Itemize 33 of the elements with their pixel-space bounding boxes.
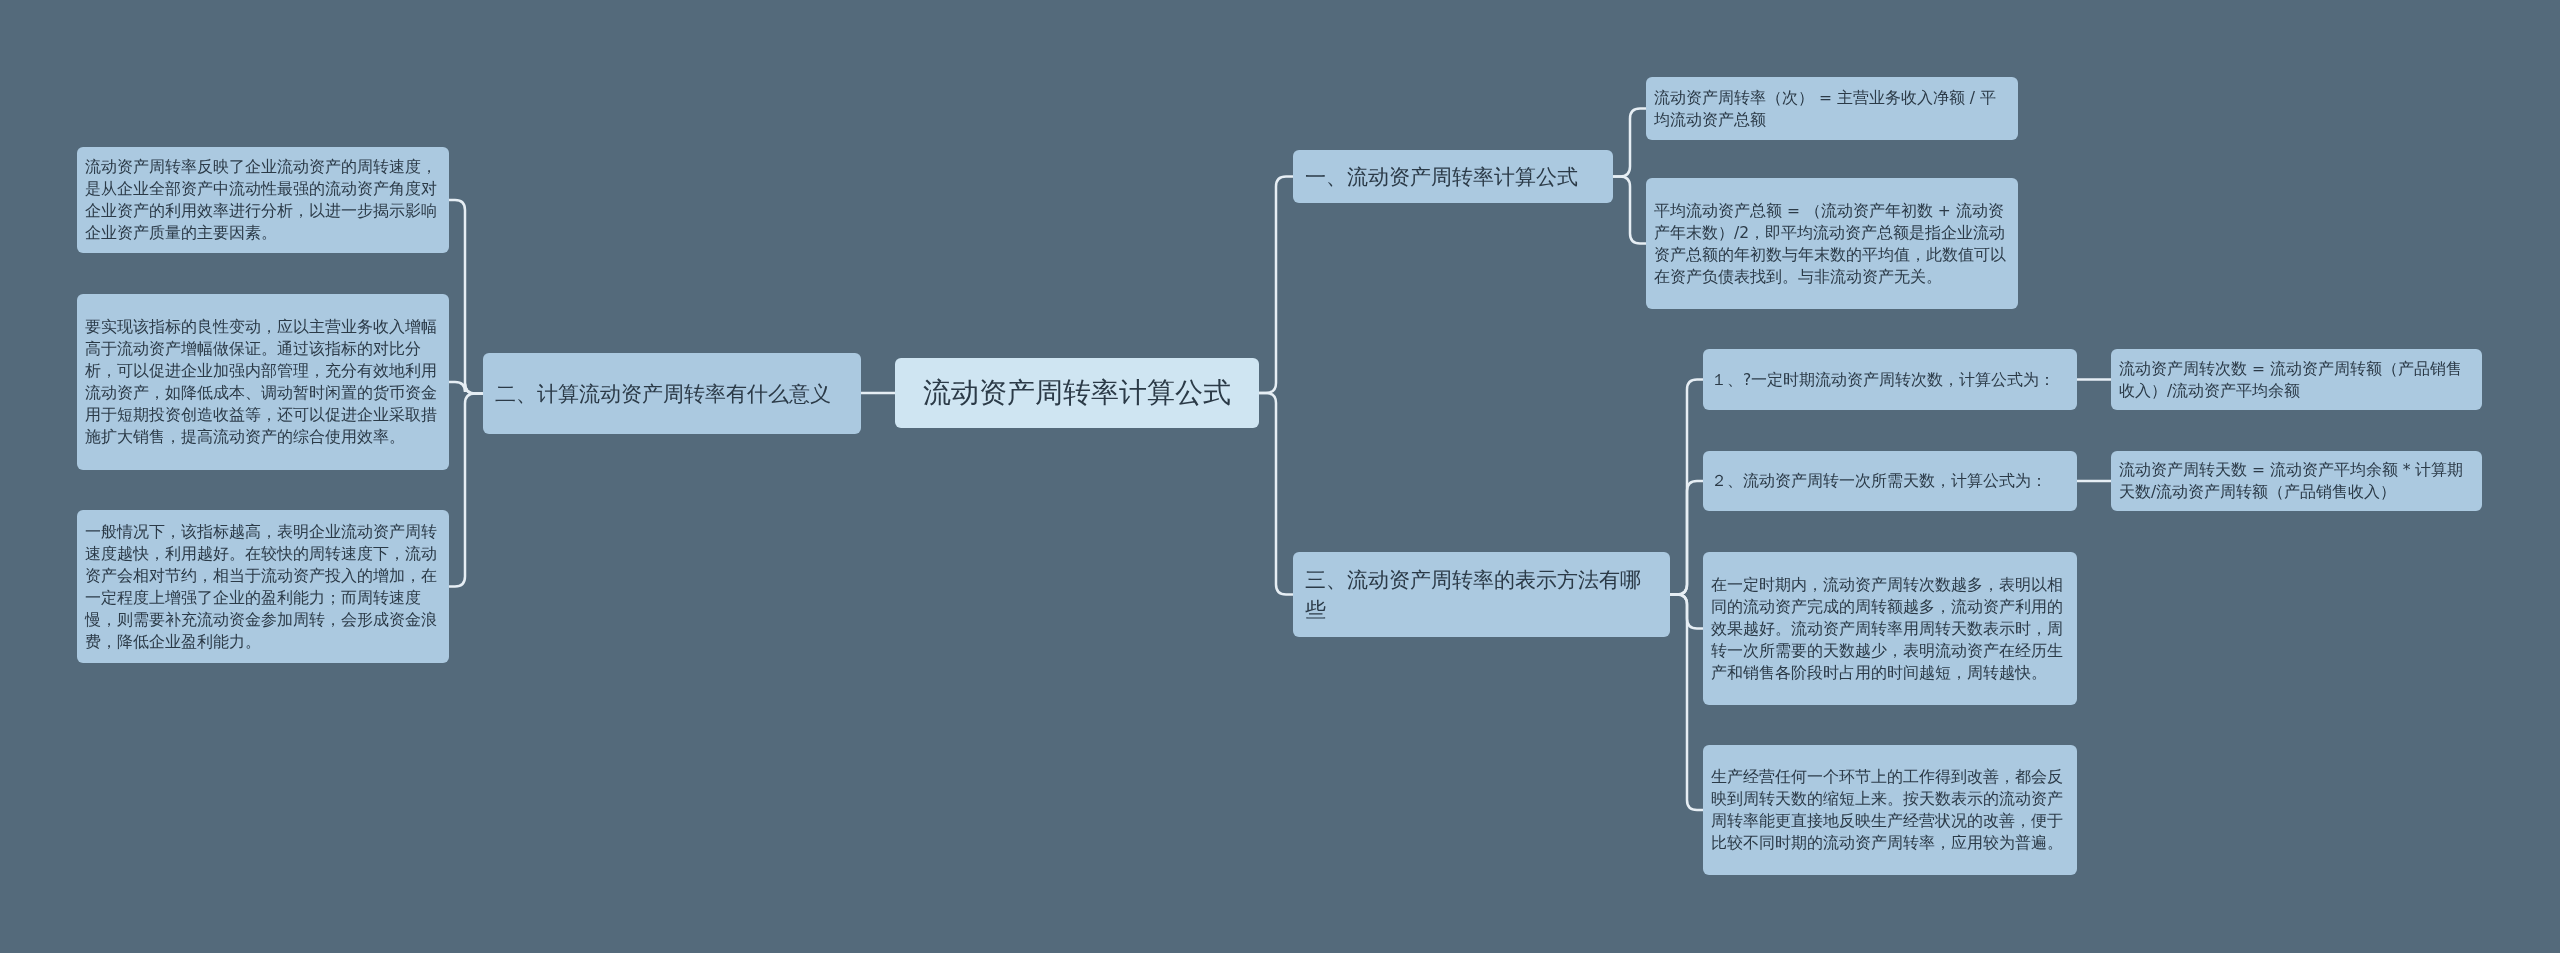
leaf-topic-box	[1646, 178, 2018, 309]
leaf-topic-box	[77, 510, 449, 663]
topic-text: 二、计算流动资产周转率有什么意义	[495, 380, 832, 408]
leaf-topic-box	[1646, 77, 2018, 140]
leaf-topic-box	[1703, 745, 2077, 875]
root-topic-box	[895, 358, 1259, 428]
leaf-topic-box	[77, 294, 449, 470]
topic-text: 平均流动资产总额 = （流动资产年初数 + 流动资产年末数）/2，即平均流动资产总额是指企业流动资产总额的年初数与年末数的平均值，此数值可以在资产负债表找到。与非流动资产无关。	[1654, 200, 2007, 288]
topic-text: 一、流动资产周转率计算公式	[1305, 163, 1579, 191]
branch-topic-box	[1293, 552, 1670, 637]
leaf-topic-box	[1703, 552, 2077, 705]
topic-text: 生产经营任何一个环节上的工作得到改善，都会反映到周转天数的缩短上来。按天数表示的流动资产周转率能更直接地反映生产经营状况的改善，便于比较不同时期的流动资产周转率，应用较为普遍。	[1711, 767, 2064, 854]
branch-topic-box	[483, 353, 861, 434]
topic-text: 流动资产周转率反映了企业流动资产的周转速度，是从企业全部资产中流动性最强的流动资产角度对企业资产的利用效率进行分析，以进一步揭示影响企业资产质量的主要因素。	[85, 157, 438, 244]
branch-topic-box	[1293, 150, 1613, 203]
topic-text: 流动资产周转率（次） = 主营业务收入净额 / 平均流动资产总额	[1654, 87, 1997, 131]
topic-text: 要实现该指标的良性变动，应以主营业务收入增幅高于流动资产增幅做保证。通过该指标的对比分析，可以促进企业加强内部管理，充分有效地利用流动资产，如降低成本、调动暂时闲置的货币资金用于短期投资创造收益等，还可以促进企业采取措施扩大销售，提高流动资产的综合使用效率。	[85, 317, 438, 448]
topic-text: 流动资产周转次数 = 流动资产周转额（产品销售收入）/流动资产平均余额	[2119, 358, 2463, 402]
topic-text: 流动资产周转天数 = 流动资产平均余额 * 计算期天数/流动资产周转额（产品销售收入）	[2119, 460, 2465, 503]
leaf-topic-box	[77, 147, 449, 253]
topic-text: 流动资产周转率计算公式	[922, 375, 1232, 411]
leaf-topic-box	[1703, 349, 2077, 410]
topic-text: 一般情况下，该指标越高，表明企业流动资产周转速度越快，利用越好。在较快的周转速度下，流动资产会相对节约，相当于流动资产投入的增加，在一定程度上增强了企业的盈利能力；而周转速度慢，则需要补充流动资金参加周转，会形成资金浪费，降低企业盈利能力。	[85, 521, 438, 653]
topic-text: 在一定时期内，流动资产周转次数越多，表明以相同的流动资产完成的周转额越多，流动资产利用的效果越好。流动资产周转率用周转天数表示时，周转一次所需要的天数越少，表明流动资产在经历生产和销售各阶段时占用的时间越短，周转越快。	[1711, 574, 2064, 684]
topic-text: １、?一定时期流动资产周转次数，计算公式为：	[1711, 369, 2057, 391]
leaf-topic-box	[1703, 451, 2077, 511]
leaf-topic-box	[2111, 451, 2482, 511]
connector-line	[861, 391, 895, 395]
topic-text: 三、流动资产周转率的表示方法有哪些	[1305, 566, 1642, 624]
connector-line	[2077, 479, 2111, 483]
topic-text: ２、流动资产周转一次所需天数，计算公式为：	[1711, 471, 2048, 492]
connector-line	[2077, 378, 2111, 381]
leaf-topic-box	[2111, 349, 2482, 410]
